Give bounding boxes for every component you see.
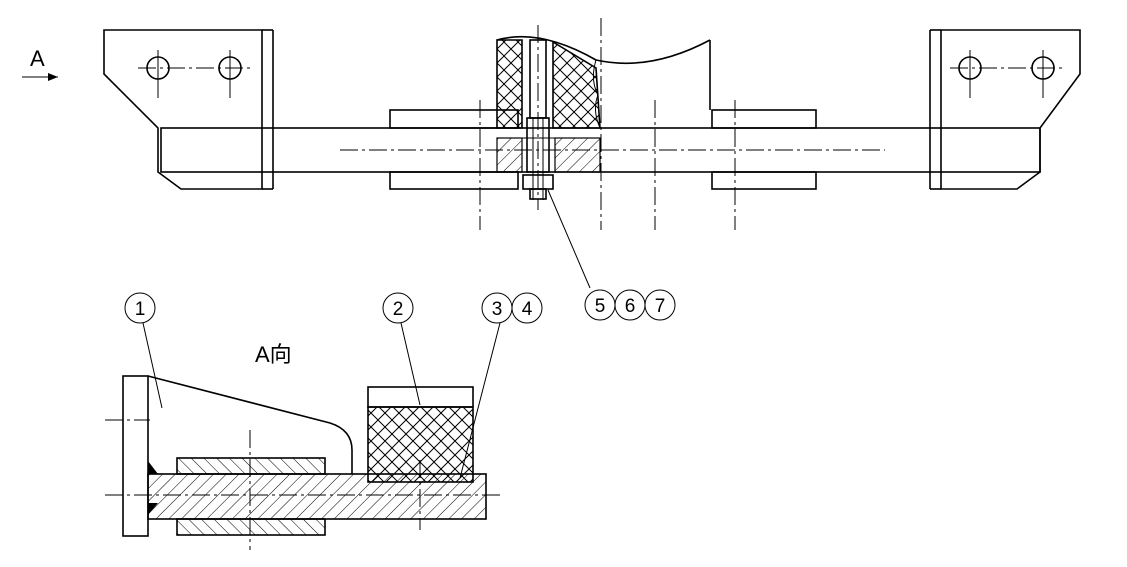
weld-mark <box>148 461 158 474</box>
svg-text:1: 1 <box>135 299 146 320</box>
block-cap <box>367 386 474 408</box>
top-view: A <box>22 18 1081 289</box>
balloon-4: 4 <box>511 292 543 324</box>
view-title: A向 <box>255 342 292 367</box>
view-arrow <box>22 73 58 81</box>
leader-line <box>400 322 421 406</box>
gusset <box>147 375 353 474</box>
left-clamp-plate-bottom <box>389 171 519 190</box>
balloon-1: 1 <box>124 292 156 324</box>
balloon-7: 7 <box>644 289 676 321</box>
svg-text:7: 7 <box>655 296 666 317</box>
flange-plate <box>122 375 149 537</box>
left-bracket <box>103 29 274 190</box>
balloon-6: 6 <box>614 289 646 321</box>
balloon-3: 3 <box>481 292 513 324</box>
svg-text:4: 4 <box>522 299 533 320</box>
side-view <box>105 322 501 550</box>
leader-line <box>547 189 591 289</box>
view-arrow-label: A <box>30 46 45 71</box>
right-clamp-plate-bottom <box>711 171 817 190</box>
leader-line <box>142 322 163 409</box>
balloon-5: 5 <box>584 289 616 321</box>
svg-text:2: 2 <box>393 299 404 320</box>
clamp-plate-section <box>176 518 326 536</box>
right-clamp-plate-top <box>711 109 817 129</box>
clamp-plate-section <box>176 457 326 475</box>
svg-text:3: 3 <box>492 299 503 320</box>
svg-text:6: 6 <box>625 296 636 317</box>
right-bracket <box>929 29 1081 190</box>
balloon-2: 2 <box>382 292 414 324</box>
sectioned-block <box>496 35 711 173</box>
svg-text:5: 5 <box>595 296 606 317</box>
